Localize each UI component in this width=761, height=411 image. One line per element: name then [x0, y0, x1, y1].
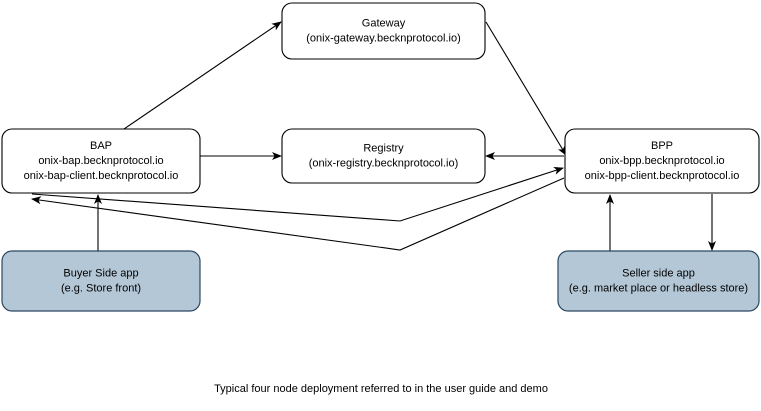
diagram-caption: Typical four node deployment referred to… — [214, 383, 548, 395]
bap-node-line-1: onix-bap.becknprotocol.io — [38, 155, 163, 167]
buyer-side-app-node-line-1: (e.g. Store front) — [61, 282, 141, 294]
bpp-node-line-1: onix-bpp.becknprotocol.io — [599, 155, 724, 167]
gateway-node[interactable]: Gateway (onix-gateway.becknprotocol.io) — [281, 2, 486, 60]
seller-side-app-node[interactable]: Seller side app (e.g. market place or hea… — [557, 250, 760, 312]
seller-side-app-node-line-1: (e.g. market place or headless store) — [569, 282, 748, 294]
bpp-node-shape — [564, 128, 760, 194]
registry-node-line-0: Registry — [363, 142, 404, 154]
edge-bpp-to-bap — [31, 177, 565, 251]
buyer-side-app-node[interactable]: Buyer Side app (e.g. Store front) — [1, 250, 201, 312]
registry-node-line-1: (onix-registry.becknprotocol.io) — [309, 157, 459, 169]
edge-bap-to-bpp — [31, 166, 564, 222]
buyer-side-app-node-line-0: Buyer Side app — [63, 267, 138, 279]
bap-node-line-0: BAP — [90, 140, 112, 152]
nodes-layer: Gateway (onix-gateway.becknprotocol.io) BA… — [1, 2, 760, 312]
bpp-node-line-0: BPP — [651, 140, 673, 152]
seller-side-app-node-line-0: Seller side app — [622, 267, 695, 279]
registry-node-shape — [281, 128, 486, 184]
registry-node[interactable]: Registry (onix-registry.becknprotocol.io) — [281, 128, 486, 184]
bap-node[interactable]: BAP onix-bap.becknprotocol.io onix-bap-cli… — [1, 128, 201, 194]
bap-node-line-2: onix-bap-client.becknprotocol.io — [24, 170, 179, 182]
gateway-node-shape — [281, 2, 486, 60]
seller-side-app-node-shape — [557, 250, 760, 312]
gateway-node-line-0: Gateway — [362, 17, 406, 29]
edge-gateway-to-bpp — [485, 21, 567, 156]
bpp-node[interactable]: BPP onix-bpp.becknprotocol.io onix-bpp-cli… — [564, 128, 760, 194]
buyer-side-app-node-shape — [1, 250, 201, 312]
bpp-node-line-2: onix-bpp-client.becknprotocol.io — [585, 170, 740, 182]
bap-node-shape — [1, 128, 201, 194]
gateway-node-line-1: (onix-gateway.becknprotocol.io) — [306, 32, 460, 44]
